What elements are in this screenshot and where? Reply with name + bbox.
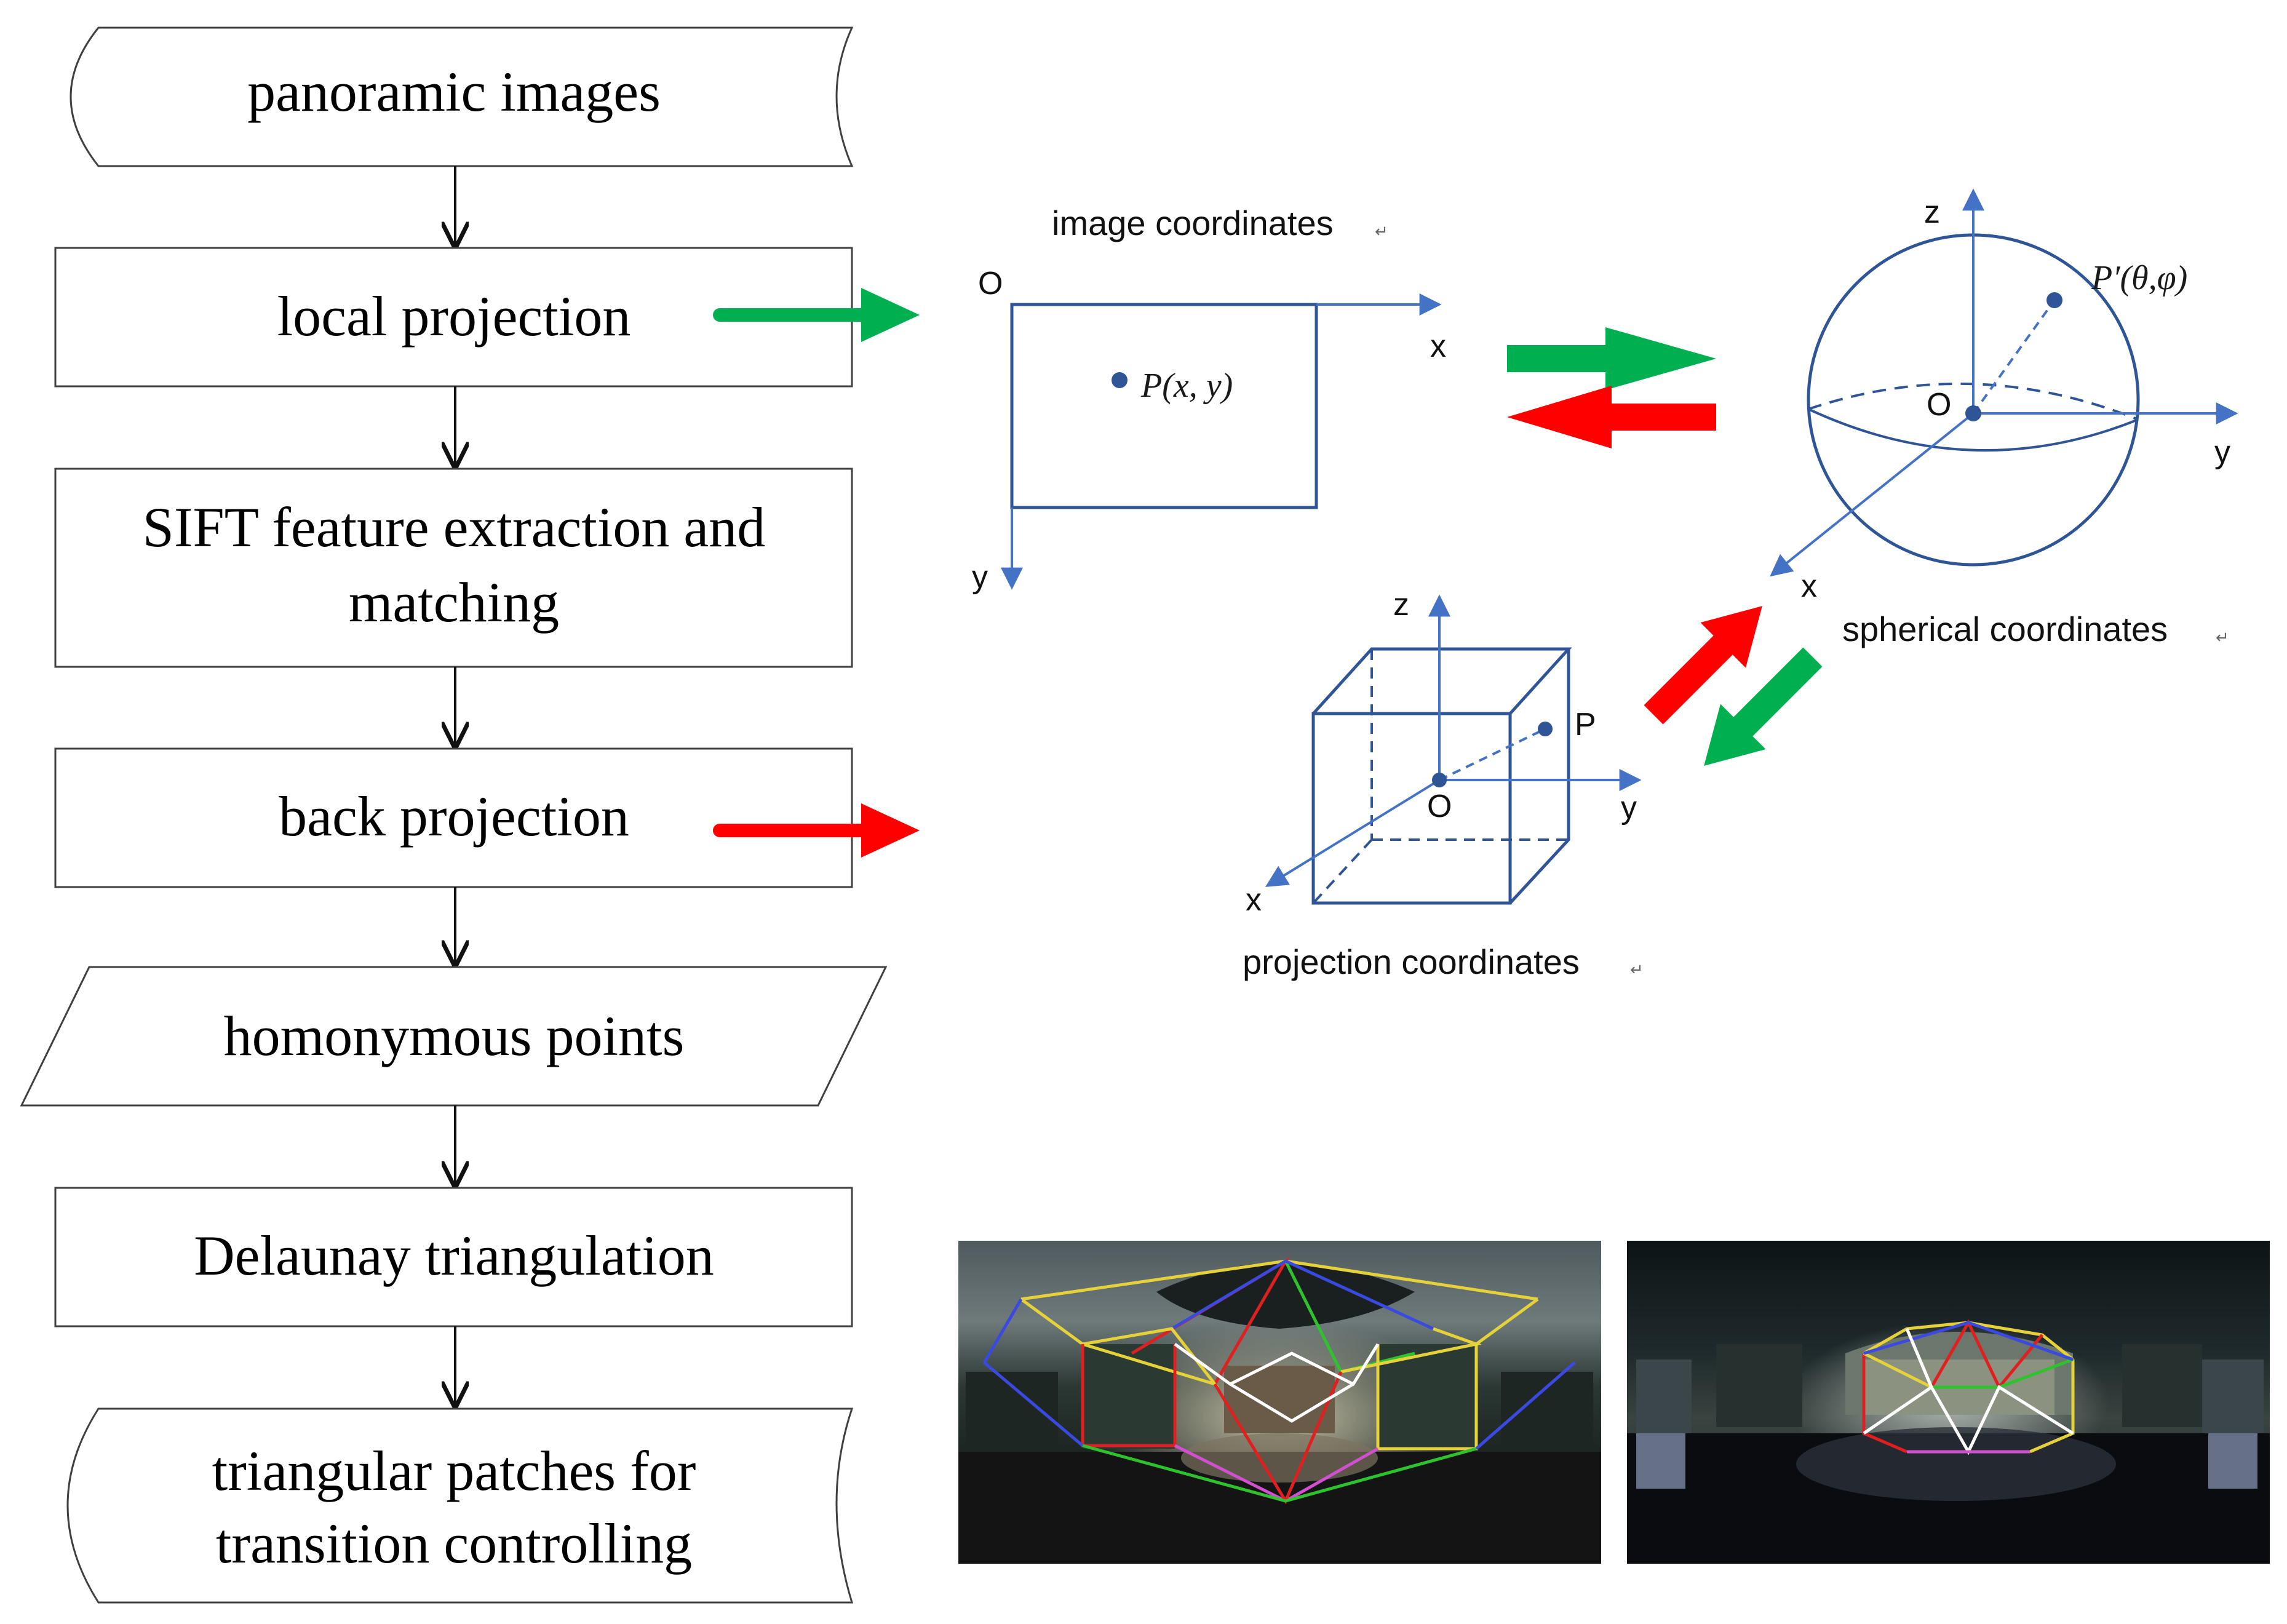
node-panoramic-images-label: panoramic images bbox=[247, 60, 661, 123]
image-plane-rect bbox=[1010, 303, 1318, 509]
cube-front-face bbox=[1311, 712, 1512, 905]
projection-coordinates-title: projection coordinates bbox=[1243, 942, 1580, 981]
sphere-radius-line bbox=[1972, 299, 2056, 415]
green-arrow-to-cube bbox=[1704, 647, 1823, 766]
image-point-dot bbox=[1112, 372, 1128, 388]
image-point-label: P(x, y) bbox=[1140, 367, 1233, 405]
node-local-projection-label: local projection bbox=[277, 285, 631, 348]
svg-text:↵: ↵ bbox=[1630, 960, 1644, 979]
cube-x-axis bbox=[1265, 779, 1441, 887]
sphere-origin-dot bbox=[1965, 405, 1981, 421]
cube-origin-dot bbox=[1432, 773, 1447, 787]
panorama-image-left bbox=[958, 1241, 1601, 1564]
sphere-equator-front bbox=[1808, 408, 2139, 452]
node-delaunay: Delaunay triangulation bbox=[54, 1187, 853, 1327]
node-triangular-patches: triangular patches for transition contro… bbox=[66, 1407, 854, 1604]
node-triangular-label-2: transition controlling bbox=[216, 1512, 692, 1575]
green-arrow-local-projection bbox=[713, 288, 920, 342]
node-sift-label-2: matching bbox=[349, 571, 559, 634]
cube-side-face bbox=[1509, 649, 1570, 904]
cube-x-label: x bbox=[1246, 882, 1262, 918]
sphere-point-dot bbox=[2046, 292, 2062, 308]
image-coordinates-diagram: image coordinates ↵ O x y P(x, y) bbox=[972, 204, 1446, 595]
svg-text:↵: ↵ bbox=[1375, 222, 1388, 241]
node-panoramic-images: panoramic images bbox=[70, 26, 854, 167]
node-sift: SIFT feature extraction and matching bbox=[54, 468, 853, 668]
node-triangular-label-1: triangular patches for bbox=[212, 1439, 696, 1502]
red-arrow-to-image bbox=[1507, 386, 1716, 448]
spherical-coordinates-title: spherical coordinates bbox=[1842, 610, 2168, 648]
flowchart: panoramic images local projection SIFT f… bbox=[20, 26, 920, 1604]
svg-text:↵: ↵ bbox=[2216, 628, 2229, 647]
red-arrow-to-sphere bbox=[1644, 606, 1762, 725]
sphere-x-axis bbox=[1770, 412, 1975, 577]
node-back-projection: back projection bbox=[54, 747, 853, 888]
sphere-point-label: P′(θ,φ) bbox=[2091, 259, 2187, 297]
sphere-z-label: z bbox=[1924, 194, 1940, 230]
node-back-projection-label: back projection bbox=[279, 785, 629, 848]
panorama-image-right bbox=[1627, 1241, 2270, 1564]
image-x-label: x bbox=[1430, 328, 1446, 364]
green-arrow-to-sphere bbox=[1507, 327, 1716, 390]
cube-point-dot bbox=[1538, 722, 1553, 736]
sphere-x-label: x bbox=[1801, 568, 1817, 604]
node-homonymous-points: homonymous points bbox=[20, 966, 888, 1107]
cube-origin-label: O bbox=[1427, 789, 1452, 824]
cube-point-label: P bbox=[1575, 707, 1596, 742]
node-delaunay-label: Delaunay triangulation bbox=[194, 1224, 714, 1287]
cube-y-label: y bbox=[1621, 790, 1637, 826]
image-y-label: y bbox=[972, 559, 988, 595]
cube-top-face bbox=[1312, 647, 1572, 715]
cube-z-label: z bbox=[1393, 587, 1409, 623]
sphere-origin-label: O bbox=[1927, 387, 1951, 423]
image-coordinates-title: image coordinates bbox=[1052, 204, 1334, 242]
projection-coordinates-diagram: z y x O P projection coordinates ↵ bbox=[1243, 587, 1644, 981]
sphere-y-label: y bbox=[2214, 434, 2230, 470]
red-arrow-back-projection bbox=[713, 803, 920, 858]
node-homonymous-points-label: homonymous points bbox=[224, 1005, 685, 1067]
cube-point-line bbox=[1439, 728, 1546, 781]
spherical-coordinates-diagram: z y x O P′(θ,φ) spherical coordinates ↵ bbox=[1770, 188, 2238, 648]
image-origin-label: O bbox=[978, 266, 1003, 301]
node-sift-label-1: SIFT feature extraction and bbox=[143, 496, 766, 559]
cube-hidden-edge-3 bbox=[1312, 838, 1373, 904]
